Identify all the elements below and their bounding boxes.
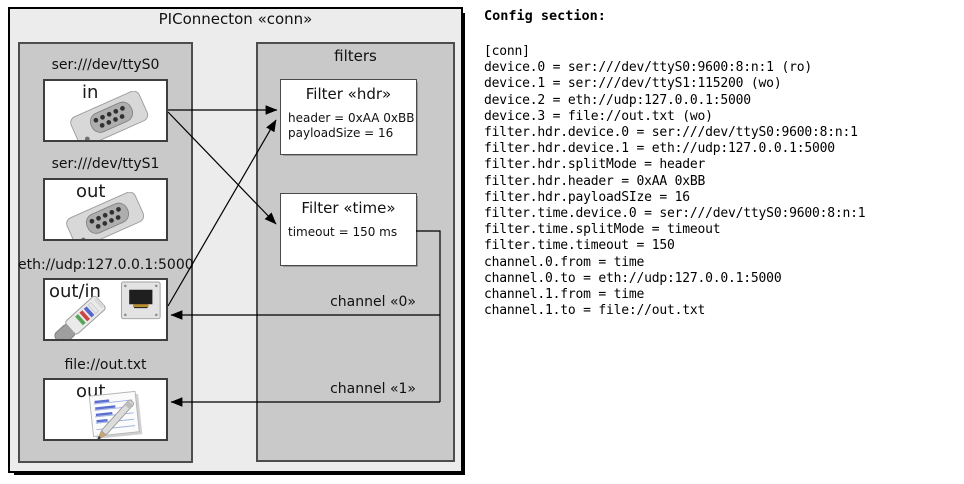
device-io-label: in <box>82 82 99 103</box>
device-box-file-out: out <box>43 378 168 441</box>
device-box-ttyS0: in <box>43 79 168 142</box>
filter-box-hdr: Filter «hdr» header = 0xAA 0xBB payloadS… <box>280 79 417 155</box>
config-section-text: [conn] device.0 = ser:///dev/ttyS0:9600:… <box>484 44 866 319</box>
filter-time-params: timeout = 150 ms <box>288 225 398 239</box>
filters-panel-title: filters <box>334 47 377 65</box>
ethernet-connector-icon <box>54 281 161 339</box>
filter-hdr-params: header = 0xAA 0xBB payloadSize = 16 <box>288 111 415 140</box>
serial-connector-icon <box>70 91 149 140</box>
device-label-ttyS1: ser:///dev/ttyS1 <box>51 156 160 172</box>
serial-connector-icon <box>66 192 145 239</box>
device-io-label: out/in <box>49 281 101 302</box>
config-section-heading: Config section: <box>484 8 606 24</box>
filter-hdr-title: Filter «hdr» <box>305 85 392 103</box>
device-box-eth-udp: out/in <box>43 278 168 341</box>
filter-box-time: Filter «time» timeout = 150 ms <box>280 193 417 266</box>
device-label-file-out: file://out.txt <box>64 357 147 373</box>
device-io-label: out <box>76 181 106 202</box>
device-box-ttyS1: out <box>43 178 168 241</box>
channel-1-label: channel «1» <box>330 381 416 397</box>
notepad-icon <box>88 390 143 439</box>
channel-0-label: channel «0» <box>330 294 416 310</box>
device-label-eth-udp: eth://udp:127.0.0.1:5000 <box>18 257 194 273</box>
device-label-ttyS0: ser:///dev/ttyS0 <box>51 57 160 73</box>
diagram-title: PIConnecton «conn» <box>158 10 313 28</box>
filter-time-title: Filter «time» <box>301 199 396 217</box>
